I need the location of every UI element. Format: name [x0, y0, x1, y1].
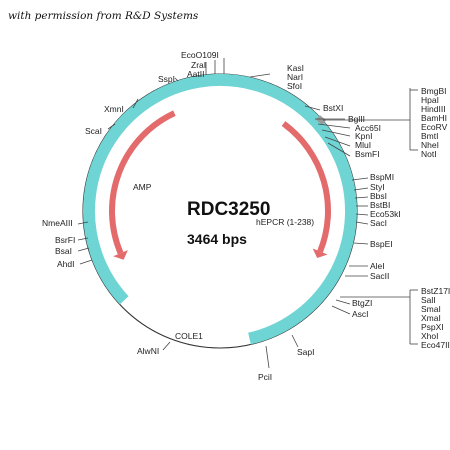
plasmid-size: 3464 bps: [187, 231, 247, 247]
insert-feature-arc: [281, 121, 331, 253]
site-label: PciI: [258, 372, 272, 382]
site-label: XmaI: [421, 313, 441, 323]
amp-feature-arc: [109, 110, 176, 255]
site-label: SapI: [297, 347, 315, 357]
site-label: NotI: [421, 149, 437, 159]
site-label: PspXI: [421, 322, 444, 332]
site-label: XmnI: [104, 104, 124, 114]
site-label: AatII: [187, 69, 204, 79]
permission-note: with permission from R&D Systems: [8, 10, 199, 22]
site-label: AlwNI: [137, 346, 159, 356]
site-label: BsrFI: [55, 235, 75, 245]
site-label: BbsI: [370, 191, 387, 201]
site-label: SacI: [370, 218, 387, 228]
site-label: BspEI: [370, 239, 393, 249]
hepcr-label: hEPCR (1-238): [256, 217, 314, 227]
site-label: AhdI: [57, 259, 75, 269]
amp-label: AMP: [133, 182, 152, 192]
site-label: XhoI: [421, 331, 439, 341]
site-label: BstZ17I: [421, 286, 450, 296]
site-label: BsaI: [55, 246, 72, 256]
site-cluster-top: BmgBI HpaI HindIII BamHI EcoRV BmtI NheI…: [421, 86, 448, 159]
site-label: BspMI: [370, 172, 394, 182]
site-label: HindIII: [421, 104, 446, 114]
site-label: HpaI: [421, 95, 439, 105]
amp-arrowhead: [113, 250, 128, 260]
site-label: AleI: [370, 261, 385, 271]
site-label: BamHI: [421, 113, 447, 123]
site-label: ZraI: [191, 60, 206, 70]
site-label: NarI: [287, 72, 303, 82]
insert-arrowhead: [312, 248, 328, 258]
site-label: BmgBI: [421, 86, 447, 96]
site-label: MluI: [355, 140, 371, 150]
site-label: SalI: [421, 295, 436, 305]
site-label: NheI: [421, 140, 439, 150]
site-label: SfoI: [287, 81, 302, 91]
site-label: Eco53kI: [370, 209, 401, 219]
site-label: ScaI: [85, 126, 102, 136]
site-label: EcoO109I: [181, 50, 219, 60]
cole1-label: COLE1: [175, 331, 203, 341]
site-labels: EcoO109I ZraI AatII KasI NarI SfoI SspI …: [42, 50, 401, 382]
site-leader-lines: [77, 58, 418, 369]
insert-block: [316, 115, 326, 125]
site-label: BstXI: [323, 103, 343, 113]
site-label: BmtI: [421, 131, 438, 141]
site-label: EcoRV: [421, 122, 448, 132]
site-label: AscI: [352, 309, 369, 319]
site-label: BsmFI: [355, 149, 380, 159]
site-label: Acc65I: [355, 123, 381, 133]
site-label: BstBI: [370, 200, 390, 210]
site-label: BtgZI: [352, 298, 372, 308]
site-label: Eco47III: [421, 340, 450, 350]
plasmid-name: RDC3250: [187, 199, 270, 220]
cole1-feature-arc: [83, 73, 357, 345]
site-label: SacII: [370, 271, 389, 281]
site-label: KasI: [287, 63, 304, 73]
site-label: NmeAIII: [42, 218, 73, 228]
site-label: SspI: [158, 74, 175, 84]
site-label: StyI: [370, 182, 385, 192]
site-label: KpnI: [355, 131, 373, 141]
site-label: BglII: [348, 114, 365, 124]
site-cluster-bottom: BstZ17I SalI SmaI XmaI PspXI XhoI Eco47I…: [421, 286, 450, 350]
site-label: SmaI: [421, 304, 441, 314]
